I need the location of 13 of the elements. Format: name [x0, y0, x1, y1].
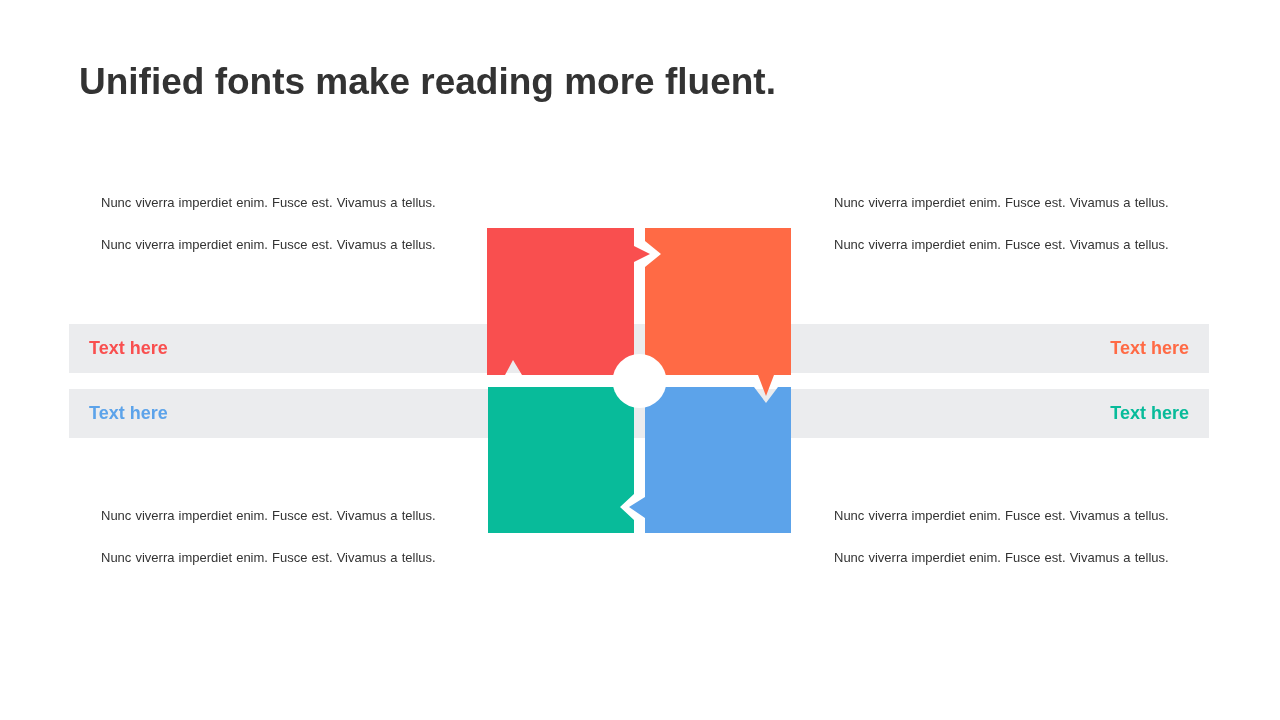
body-text: Nunc viverra imperdiet enim. Fusce est. Vivamus a tellus.	[834, 550, 1169, 566]
body-text: Nunc viverra imperdiet enim. Fusce est. Vivamus a tellus.	[834, 195, 1169, 211]
body-text: Nunc viverra imperdiet enim. Fusce est. Vivamus a tellus.	[101, 508, 436, 524]
body-text: Nunc viverra imperdiet enim. Fusce est. Vivamus a tellus.	[834, 237, 1169, 253]
body-text: Nunc viverra imperdiet enim. Fusce est. Vivamus a tellus.	[834, 508, 1169, 524]
band-heading: Text here	[89, 337, 168, 360]
body-text: Nunc viverra imperdiet enim. Fusce est. Vivamus a tellus.	[101, 195, 436, 211]
band-heading: Text here	[89, 402, 168, 425]
band-heading: Text here	[1110, 402, 1189, 425]
band-heading: Text here	[1110, 337, 1189, 360]
body-text: Nunc viverra imperdiet enim. Fusce est. Vivamus a tellus.	[101, 237, 436, 253]
slide-title: Unified fonts make reading more fluent.	[79, 60, 776, 104]
body-text: Nunc viverra imperdiet enim. Fusce est. Vivamus a tellus.	[101, 550, 436, 566]
